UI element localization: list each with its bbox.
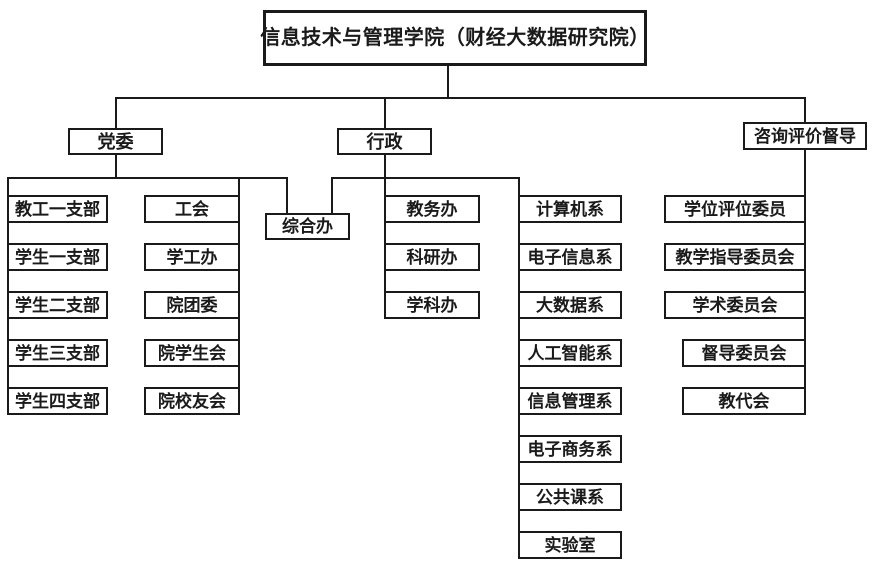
connector-drop-party-committee — [115, 99, 117, 128]
connector-party-branches-spine — [7, 179, 9, 393]
node-discipline-office: 学科办 — [384, 291, 480, 319]
node-electronic-info-dept: 电子信息系 — [518, 243, 622, 271]
node-ai-dept: 人工智能系 — [518, 339, 622, 367]
node-student-branch-2: 学生二支部 — [7, 291, 108, 319]
node-public-courses-dept: 公共课系 — [518, 483, 622, 511]
connector-top-rail — [115, 97, 806, 99]
node-party-committee: 党委 — [68, 128, 163, 155]
node-computer-science-dept: 计算机系 — [518, 195, 622, 223]
node-degree-evaluation-committee: 学位评位委员 — [664, 195, 806, 223]
node-student-branch-1: 学生一支部 — [7, 243, 108, 271]
connector-admin-offices-spine — [384, 179, 386, 293]
node-research-office: 科研办 — [384, 243, 480, 271]
connector-party-committee-stem — [115, 154, 117, 177]
node-laboratory: 实验室 — [518, 531, 622, 559]
connector-drop-administration — [384, 99, 386, 128]
node-student-union: 院学生会 — [144, 339, 240, 367]
node-student-branch-4: 学生四支部 — [7, 387, 108, 415]
node-staff-branch-1: 教工一支部 — [7, 195, 108, 223]
node-student-branch-3: 学生三支部 — [7, 339, 108, 367]
connector-general-office-drop-left — [286, 179, 288, 214]
node-info-management-dept: 信息管理系 — [518, 387, 622, 415]
node-alumni-association: 院校友会 — [144, 387, 240, 415]
node-academic-committee: 学术委员会 — [664, 291, 806, 319]
connector-administration-rail — [331, 177, 520, 179]
node-administration: 行政 — [337, 128, 432, 155]
connector-party-rail — [7, 177, 288, 179]
node-youth-league: 院团委 — [144, 291, 240, 319]
connector-party-orgs-spine — [238, 179, 240, 393]
node-e-commerce-dept: 电子商务系 — [518, 435, 622, 463]
connector-administration-stem — [384, 154, 386, 177]
node-teaching-steering-committee: 教学指导委员会 — [664, 243, 806, 271]
node-labor-union: 工会 — [144, 195, 240, 223]
connector-root-drop — [447, 66, 449, 97]
node-big-data-dept: 大数据系 — [518, 291, 622, 319]
node-college-root: 信息技术与管理学院（财经大数据研究院） — [260, 10, 649, 66]
node-advisory-evaluation-supervision: 咨询评价督导 — [743, 122, 867, 150]
node-general-office: 综合办 — [265, 213, 350, 240]
node-supervision-committee: 督导委员会 — [682, 339, 806, 367]
node-faculty-congress: 教代会 — [682, 387, 806, 415]
node-academic-affairs-office: 教务办 — [384, 195, 480, 223]
node-student-affairs-office: 学工办 — [144, 243, 240, 271]
connector-drop-advisory — [804, 99, 806, 122]
connector-general-office-drop-right — [331, 179, 333, 214]
